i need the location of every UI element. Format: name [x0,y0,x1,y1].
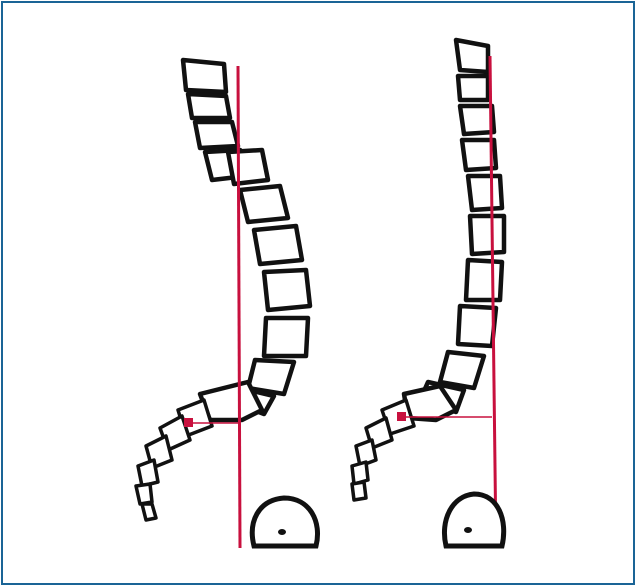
right-vertebra-3 [460,106,494,134]
left-vertebra-1 [183,60,226,92]
right-vertebra-9 [440,352,484,388]
right-femoral-head [444,494,503,546]
right-vertebra-8 [458,306,496,346]
left-sacrum-coccyx [136,382,262,520]
left-vertebra-8 [264,270,310,310]
left-vertebra-7 [254,226,302,264]
left-coccyx-5 [136,484,152,504]
left-coccyx-6 [142,504,156,520]
left-vertebra-10 [248,360,294,394]
left-vertebra-6 [240,186,288,222]
left-plumb-line [238,66,240,548]
left-spine-panel [136,60,318,548]
right-sacral-marker [397,412,406,421]
right-vertebra-1 [456,40,488,72]
right-spine-panel [352,40,504,548]
left-femoral-head [252,498,317,546]
left-vertebra-2 [188,94,230,118]
left-vertebra-3 [195,122,238,148]
right-coccyx-4 [352,462,368,484]
left-spine-vertebrae [183,60,310,414]
left-vertebra-5 [228,150,268,184]
right-vertebra-2 [458,76,488,100]
right-sacrum-coccyx [352,386,456,500]
right-coccyx-5 [352,482,366,500]
left-coccyx-4 [138,460,158,486]
right-vertebra-5 [468,176,502,210]
right-vertebra-6 [470,216,504,254]
right-vertebra-7 [466,260,502,300]
left-sacral-marker [184,418,193,427]
left-vertebra-9 [264,318,308,356]
